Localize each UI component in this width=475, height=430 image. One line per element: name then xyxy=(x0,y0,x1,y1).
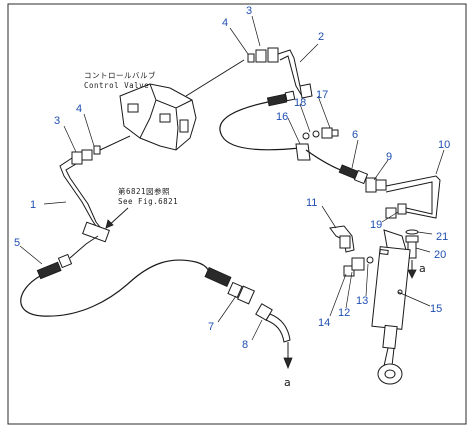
tube-assembly-1 xyxy=(59,145,110,243)
callout-numbers: 1 2 3 3 4 4 5 6 7 8 9 10 11 12 13 14 15 … xyxy=(14,5,450,351)
callout-10: 10 xyxy=(438,139,450,151)
callout-19: 19 xyxy=(370,219,382,231)
callout-15: 15 xyxy=(430,303,442,315)
fittings-12-14 xyxy=(343,256,374,277)
callout-3-lower: 3 xyxy=(54,115,60,127)
callout-9: 9 xyxy=(386,151,392,163)
callout-20: 20 xyxy=(434,249,446,261)
arrow-ref-a-right: a xyxy=(419,262,426,275)
callout-4-upper: 4 xyxy=(222,17,228,29)
arrowhead-a-right xyxy=(407,269,417,279)
tube-10 xyxy=(385,175,441,219)
control-valve-label-jp: コントロールバルブ xyxy=(84,70,156,80)
callout-4-lower: 4 xyxy=(76,103,82,115)
callout-2: 2 xyxy=(318,31,324,43)
callout-6: 6 xyxy=(352,129,358,141)
fitting-9 xyxy=(365,177,387,193)
callout-leaders xyxy=(19,15,445,341)
hydraulic-cylinder-15 xyxy=(371,229,411,385)
hose-assembly-6 xyxy=(295,143,369,185)
control-valve-label-en: Control Valve xyxy=(84,81,149,90)
bolt-20-washer-21 xyxy=(405,229,419,279)
see-fig-label-jp: 第6821図参照 xyxy=(118,186,170,196)
hose-assembly-upper-right xyxy=(219,90,301,151)
callout-18: 18 xyxy=(294,97,306,109)
hose-end-7 xyxy=(204,267,255,305)
callout-16: 16 xyxy=(276,111,288,123)
callout-1: 1 xyxy=(30,199,36,211)
valve-port-line-upper xyxy=(185,59,245,97)
callout-21: 21 xyxy=(436,231,448,243)
seal-parts-16-18 xyxy=(302,127,339,140)
elbow-fitting-11 xyxy=(329,225,355,253)
callout-5: 5 xyxy=(14,237,20,249)
see-fig-label-en: See Fig.6821 xyxy=(118,197,178,206)
valve-port-line-lower xyxy=(99,135,131,151)
callout-12: 12 xyxy=(338,307,350,319)
callout-17: 17 xyxy=(316,89,328,101)
callout-13: 13 xyxy=(356,295,368,307)
callout-8: 8 xyxy=(242,339,248,351)
diagram-frame xyxy=(7,3,467,425)
callout-7: 7 xyxy=(208,321,214,333)
elbow-fitting-8 xyxy=(255,303,293,370)
see-fig-arrowhead xyxy=(105,219,114,229)
control-valve-block xyxy=(119,83,197,151)
tube-assembly-2 xyxy=(247,47,313,99)
arrow-ref-a-left: a xyxy=(284,376,291,389)
callout-3-upper: 3 xyxy=(246,5,252,17)
hose-assembly-5 xyxy=(20,235,210,317)
callout-11: 11 xyxy=(306,197,317,209)
arrowhead-a-left xyxy=(283,357,293,370)
callout-14: 14 xyxy=(318,317,330,329)
